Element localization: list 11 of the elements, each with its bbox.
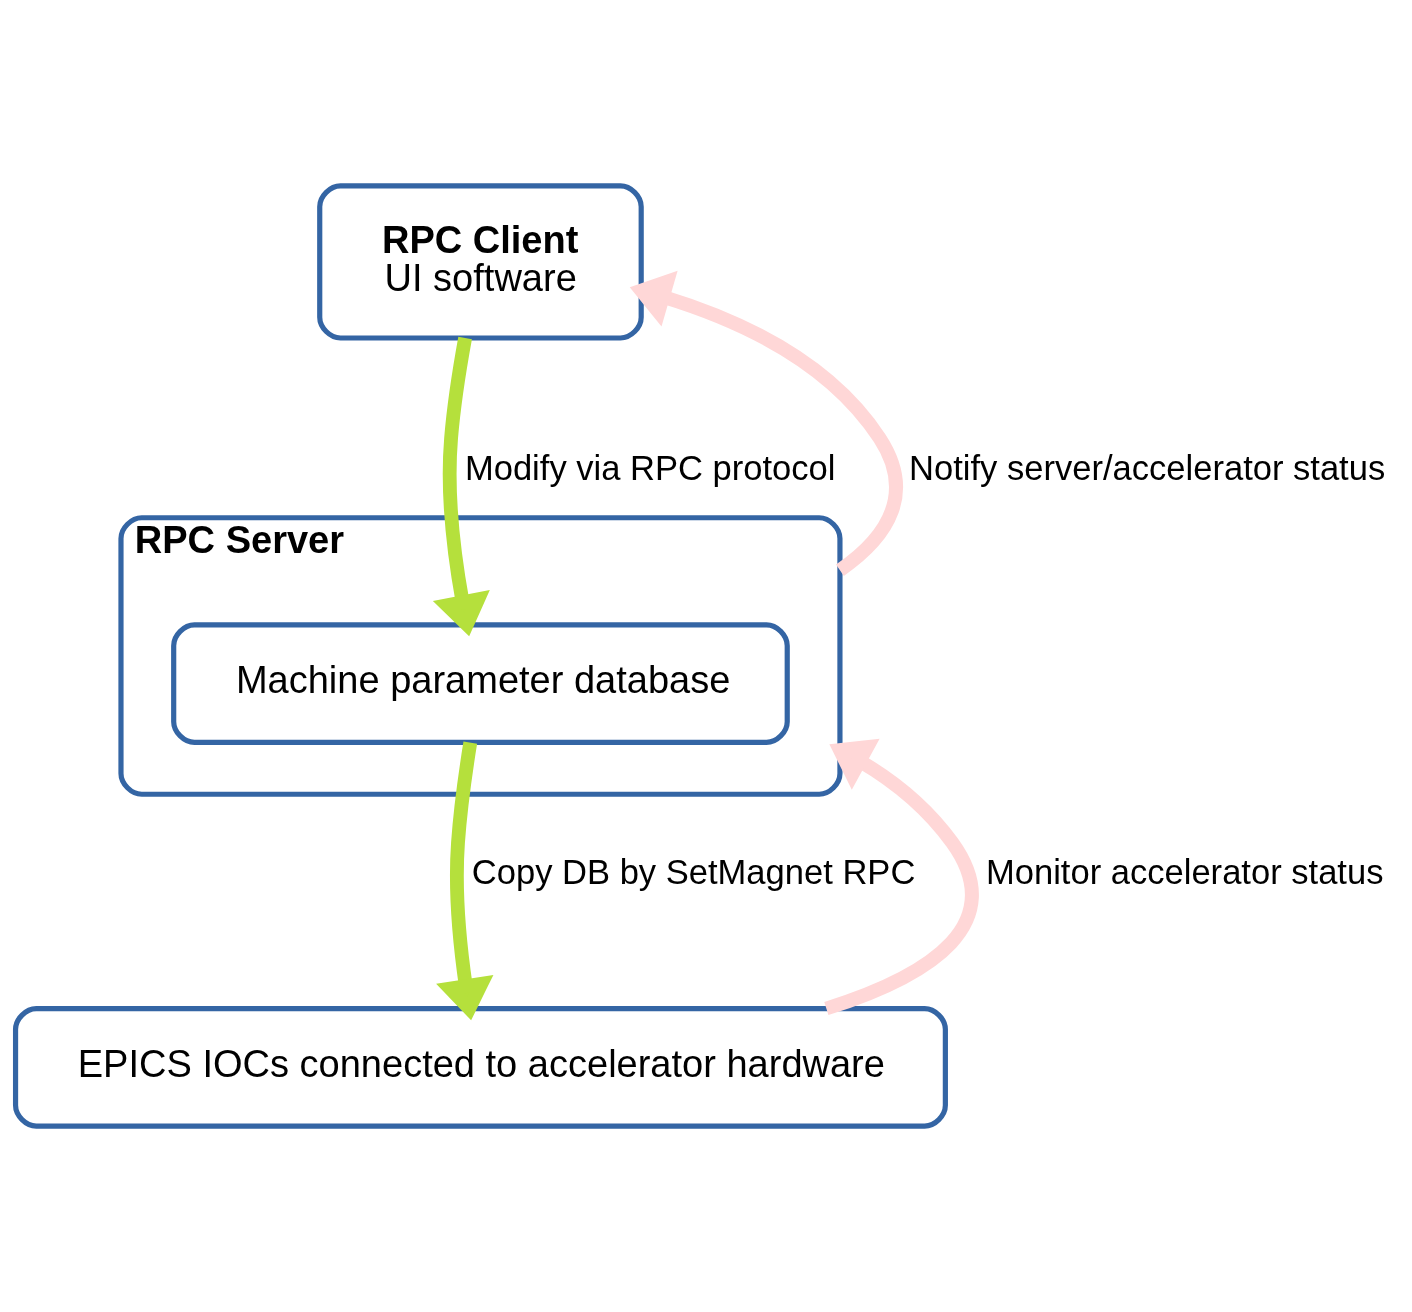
- edge-label: Monitor accelerator status: [985, 853, 1384, 892]
- arrow: [824, 738, 979, 1016]
- node-box: Machine parameter database: [171, 622, 790, 745]
- arrow: [436, 741, 494, 1021]
- node-box: EPICS IOCs connected to accelerator hardware: [12, 1006, 948, 1129]
- edge-label: Notify server/accelerator status: [909, 448, 1386, 487]
- edge-label: Modify via RPC protocol: [464, 448, 836, 487]
- node-box: RPC Client UI software: [317, 183, 644, 341]
- edge-label: Copy DB by SetMagnet RPC: [471, 853, 916, 892]
- arrow: [432, 336, 490, 637]
- arrow: [629, 270, 903, 576]
